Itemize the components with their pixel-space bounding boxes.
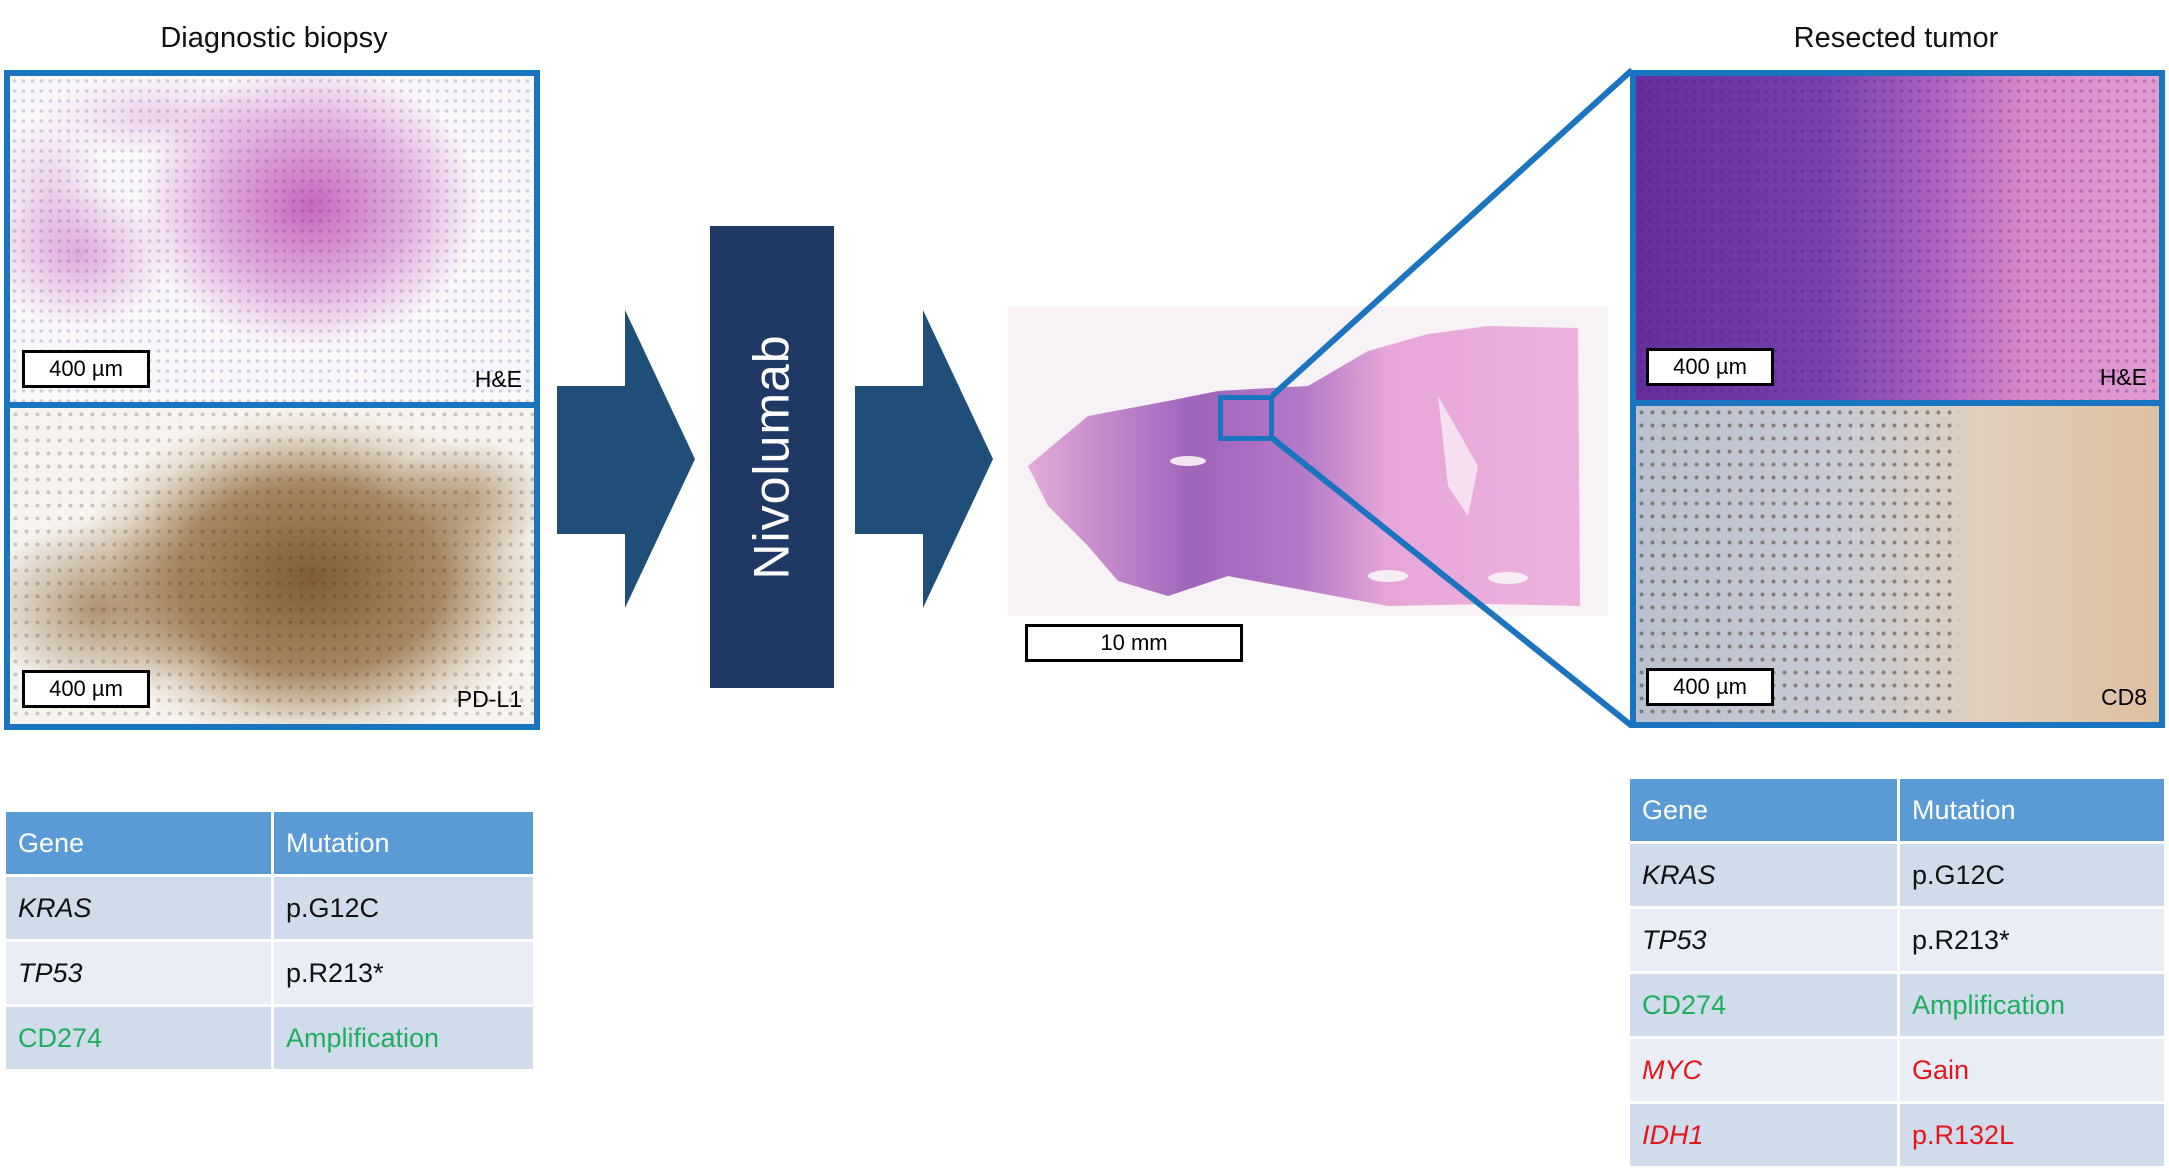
table-row: MYC Gain [1627,1036,2167,1104]
table-header-mutation: Mutation [271,809,536,877]
gene-cell: KRAS [1627,841,1900,909]
table-header-mutation: Mutation [1897,776,2167,844]
resection-he-image: 400 µm H&E [1636,76,2159,400]
stain-label-cd8: CD8 [2100,684,2147,710]
table-row: CD274 Amplification [1627,971,2167,1039]
tile-divider [1636,400,2159,406]
mutation-cell: Amplification [271,1004,536,1072]
resection-cd8-image: 400 µm CD8 [1636,406,2159,722]
stain-label-he: H&E [2099,364,2147,390]
left-panel-title: Diagnostic biopsy [160,22,388,54]
gene-cell: KRAS [3,874,274,942]
scale-bar: 10 mm [1025,624,1243,662]
gene-cell: TP53 [1627,906,1900,974]
gene-cell: CD274 [3,1004,274,1072]
tile-divider [10,402,534,408]
mutation-cell: p.G12C [271,874,536,942]
biopsy-image-panel: 400 µm H&E 400 µm PD-L1 [4,70,540,730]
scale-bar: 400 µm [22,670,150,708]
stain-label-he: H&E [474,366,522,392]
arrow-shaft [855,386,925,534]
gene-cell: TP53 [3,939,274,1007]
resection-image-panel: 400 µm H&E 400 µm CD8 [1630,70,2165,728]
arrow-shaft [557,386,627,534]
mutation-cell: p.R213* [1897,906,2167,974]
mutation-cell: Amplification [1897,971,2167,1039]
table-row: CD274 Amplification [3,1004,536,1072]
mutation-cell: Gain [1897,1036,2167,1104]
scale-bar: 400 µm [1646,348,1774,386]
arrow-right-icon [923,310,993,608]
arrow-right-icon [625,310,695,608]
table-header-gene: Gene [3,809,274,877]
mutation-cell: p.G12C [1897,841,2167,909]
right-panel-title: Resected tumor [1793,22,1999,54]
mutation-cell: p.R213* [271,939,536,1007]
scale-bar: 400 µm [1646,668,1774,706]
biopsy-pdl1-image: 400 µm PD-L1 [10,408,534,724]
table-row: KRAS p.G12C [1627,841,2167,909]
biopsy-he-image: 400 µm H&E [10,76,534,402]
stain-label-pdl1: PD-L1 [456,686,522,712]
gene-cell: CD274 [1627,971,1900,1039]
table-row: TP53 p.R213* [1627,906,2167,974]
treatment-box: Nivolumab [710,226,834,688]
table-row: TP53 p.R213* [3,939,536,1007]
zoom-region-box [1218,395,1274,441]
gene-cell: MYC [1627,1036,1900,1104]
scale-bar: 400 µm [22,350,150,388]
resection-mutation-table: Gene Mutation KRAS p.G12C TP53 p.R213* C… [1627,776,2167,1169]
table-header-gene: Gene [1627,776,1900,844]
table-row: KRAS p.G12C [3,874,536,942]
biopsy-mutation-table: Gene Mutation KRAS p.G12C TP53 p.R213* C… [3,809,536,1072]
